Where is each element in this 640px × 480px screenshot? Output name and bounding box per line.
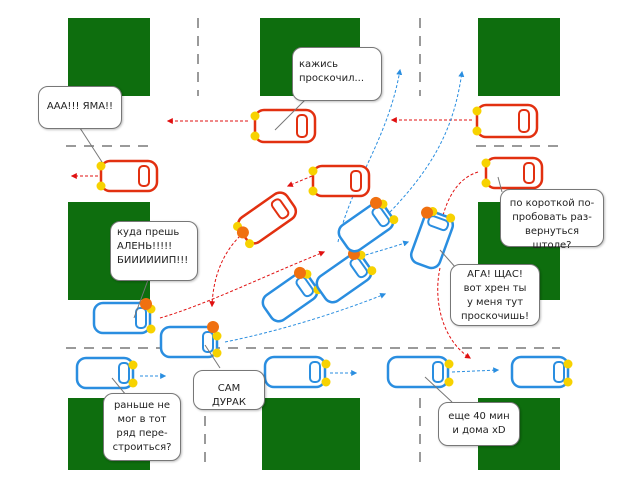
blue-car: [159, 321, 222, 359]
pointer: [111, 377, 127, 396]
blue-car: [261, 266, 323, 323]
red-car: [308, 164, 371, 198]
red-arrow: [286, 175, 313, 187]
speech-bubble-bottom-right: еще 40 мин и дома xD: [438, 402, 520, 446]
blue-car: [386, 355, 454, 389]
blue-arrow: [451, 367, 500, 374]
speech-bubble-center: САМ ДУРАК: [193, 370, 265, 410]
speech-bubble-right-mid: АГА! ЩАС! вот хрен ты у меня тут проскоч…: [450, 264, 540, 326]
grass-top-right: [478, 18, 560, 96]
pointer: [204, 344, 221, 369]
red-arrow: [437, 267, 472, 359]
blue-arrow: [355, 240, 410, 259]
red-car: [96, 159, 159, 193]
speech-bubble-top-center: кажись проскочил...: [292, 47, 382, 101]
red-cars: [96, 103, 544, 249]
blue-arrow: [389, 70, 465, 213]
pointer: [133, 279, 149, 319]
pointer: [79, 127, 103, 163]
blue-cars: [75, 196, 573, 390]
speech-bubble-right-top: по короткой по- пробовать раз- вернуться…: [500, 189, 604, 251]
blue-car: [409, 206, 456, 270]
pointer: [497, 176, 503, 193]
speech-bubble-bottom-left: раньше не мог в тот ряд пере- строиться?: [103, 393, 181, 461]
speech-bubble-top-left: ААА!!! ЯМА!!: [38, 86, 122, 129]
blue-car: [263, 355, 331, 389]
blue-arrow: [224, 292, 387, 343]
red-car: [472, 103, 539, 139]
blue-car: [92, 298, 156, 335]
blue-car: [315, 247, 377, 304]
blue-car: [510, 355, 573, 389]
red-car: [233, 191, 298, 249]
grass-bottom-center: [262, 398, 360, 470]
red-arrow: [159, 251, 326, 319]
blue-car: [75, 356, 138, 390]
red-car: [481, 156, 544, 190]
red-car: [250, 108, 317, 144]
pointer: [424, 376, 453, 403]
blue-car: [337, 196, 399, 253]
blue-arrow: [337, 68, 403, 243]
road-markings: [66, 18, 560, 470]
movement-arrows: [70, 68, 500, 379]
speech-bubble-mid-left: куда прешь АЛЕНЬ!!!!! БИИИИИИП!!!: [110, 221, 198, 281]
pointer: [274, 99, 306, 131]
grass-top-left: [68, 18, 150, 96]
red-arrow: [209, 235, 241, 308]
